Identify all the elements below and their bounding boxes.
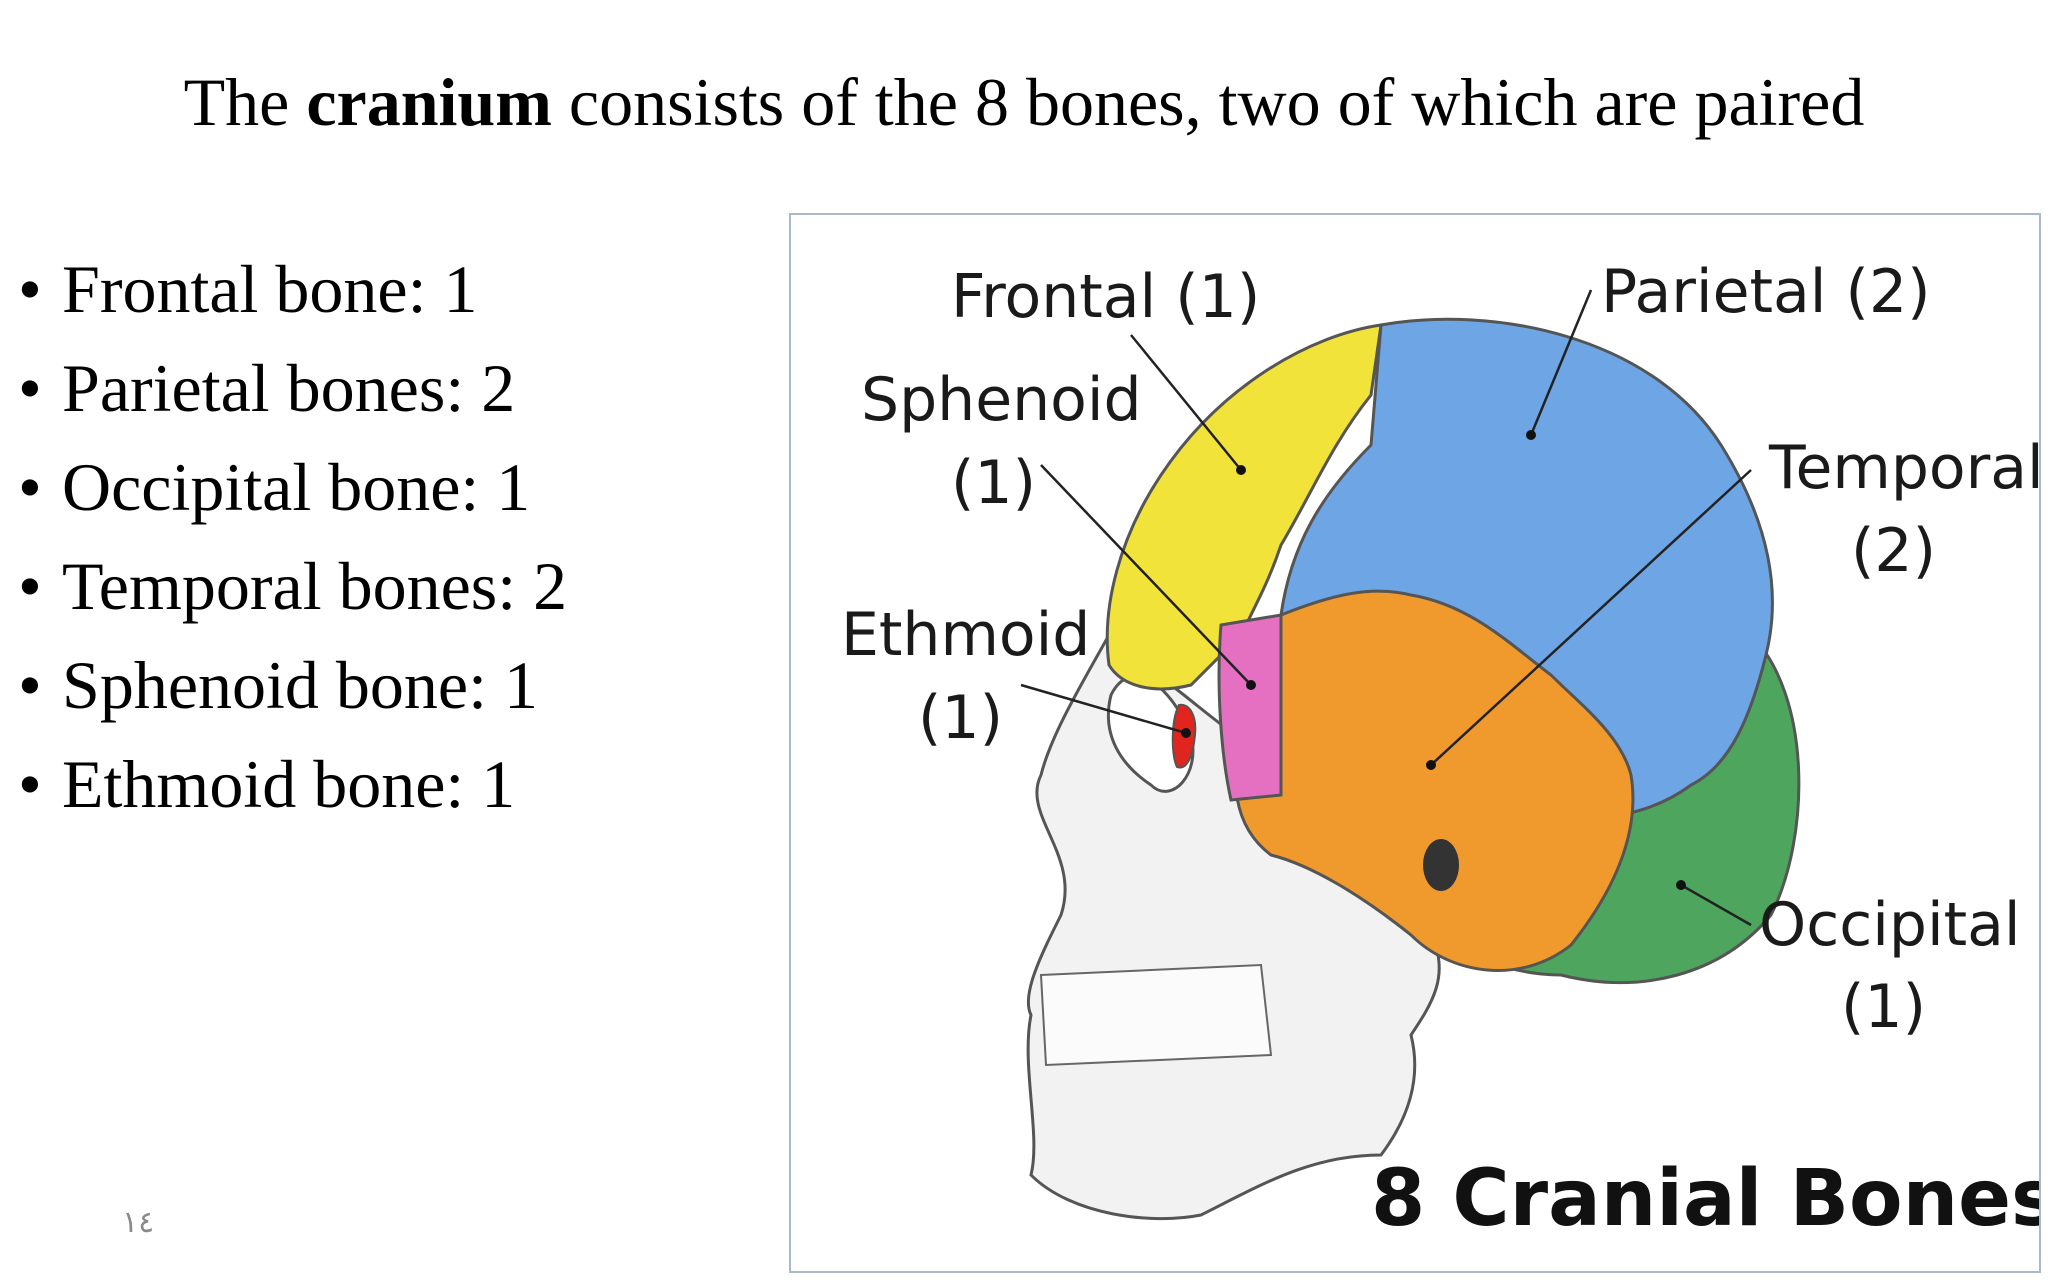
bullet-icon: • xyxy=(18,449,42,525)
parietal-label: Parietal (2) xyxy=(1601,257,1931,327)
ethmoid-count-label: (1) xyxy=(918,683,1003,753)
occipital-leader-line xyxy=(1680,883,1752,927)
frontal-bone xyxy=(1105,323,1383,691)
parietal-leader-dot xyxy=(1526,430,1536,440)
ear-canal xyxy=(1423,839,1459,891)
bullet-icon: • xyxy=(18,647,42,723)
sphenoid-count-label: (1) xyxy=(951,448,1036,518)
list-item-text: Occipital bone: 1 xyxy=(62,449,531,525)
title-prefix: The xyxy=(183,64,307,140)
bullet-icon: • xyxy=(18,350,42,426)
leader-lines xyxy=(1020,289,1752,927)
list-item-text: Sphenoid bone: 1 xyxy=(62,647,538,723)
slide-title: The cranium consists of the 8 bones, two… xyxy=(0,62,2048,142)
temporal-label: Temporal xyxy=(1768,433,2039,503)
list-item: • Sphenoid bone: 1 xyxy=(18,636,567,735)
temporal-leader-dot xyxy=(1426,760,1436,770)
title-bold-word: cranium xyxy=(306,64,552,140)
leader-dots xyxy=(1181,430,1686,890)
sphenoid-leader-dot xyxy=(1246,680,1256,690)
occipital-count-label: (1) xyxy=(1841,972,1926,1042)
sphenoid-label: Sphenoid xyxy=(861,365,1142,435)
skull-diagram: Frontal (1) Parietal (2) Sphenoid (1) Te… xyxy=(841,257,2039,1244)
list-item: • Frontal bone: 1 xyxy=(18,240,567,339)
cranial-bones-figure: Frontal (1) Parietal (2) Sphenoid (1) Te… xyxy=(789,213,2041,1273)
bullet-icon: • xyxy=(18,251,42,327)
list-item: • Temporal bones: 2 xyxy=(18,537,567,636)
bullet-icon: • xyxy=(18,548,42,624)
occipital-label: Occipital xyxy=(1759,890,2021,960)
list-item-text: Ethmoid bone: 1 xyxy=(62,746,516,822)
title-suffix: consists of the 8 bones, two of which ar… xyxy=(551,64,1865,140)
ethmoid-label: Ethmoid xyxy=(841,600,1090,670)
teeth-row xyxy=(1039,963,1273,1067)
list-item-text: Parietal bones: 2 xyxy=(62,350,516,426)
list-item-text: Temporal bones: 2 xyxy=(62,548,568,624)
diagram-caption: 8 Cranial Bones xyxy=(1371,1154,2039,1244)
occipital-leader-dot xyxy=(1676,880,1686,890)
temporal-count-label: (2) xyxy=(1851,516,1936,586)
frontal-label: Frontal (1) xyxy=(951,262,1260,332)
parietal-leader-line xyxy=(1529,289,1593,436)
ethmoid-leader-line xyxy=(1020,683,1187,735)
sphenoid-leader-line xyxy=(1040,464,1252,686)
frontal-leader-line xyxy=(1130,334,1242,471)
temporal-leader-line xyxy=(1430,469,1752,766)
ethmoid-leader-dot xyxy=(1181,728,1191,738)
list-item: • Ethmoid bone: 1 xyxy=(18,735,567,834)
bullet-icon: • xyxy=(18,746,42,822)
list-item-text: Frontal bone: 1 xyxy=(62,251,478,327)
list-item: • Parietal bones: 2 xyxy=(18,339,567,438)
bone-count-list: • Frontal bone: 1 • Parietal bones: 2 • Occ… xyxy=(18,240,567,834)
sphenoid-bone xyxy=(1217,613,1283,802)
frontal-leader-dot xyxy=(1236,465,1246,475)
list-item: • Occipital bone: 1 xyxy=(18,438,567,537)
page-number: ١٤ xyxy=(122,1206,155,1239)
